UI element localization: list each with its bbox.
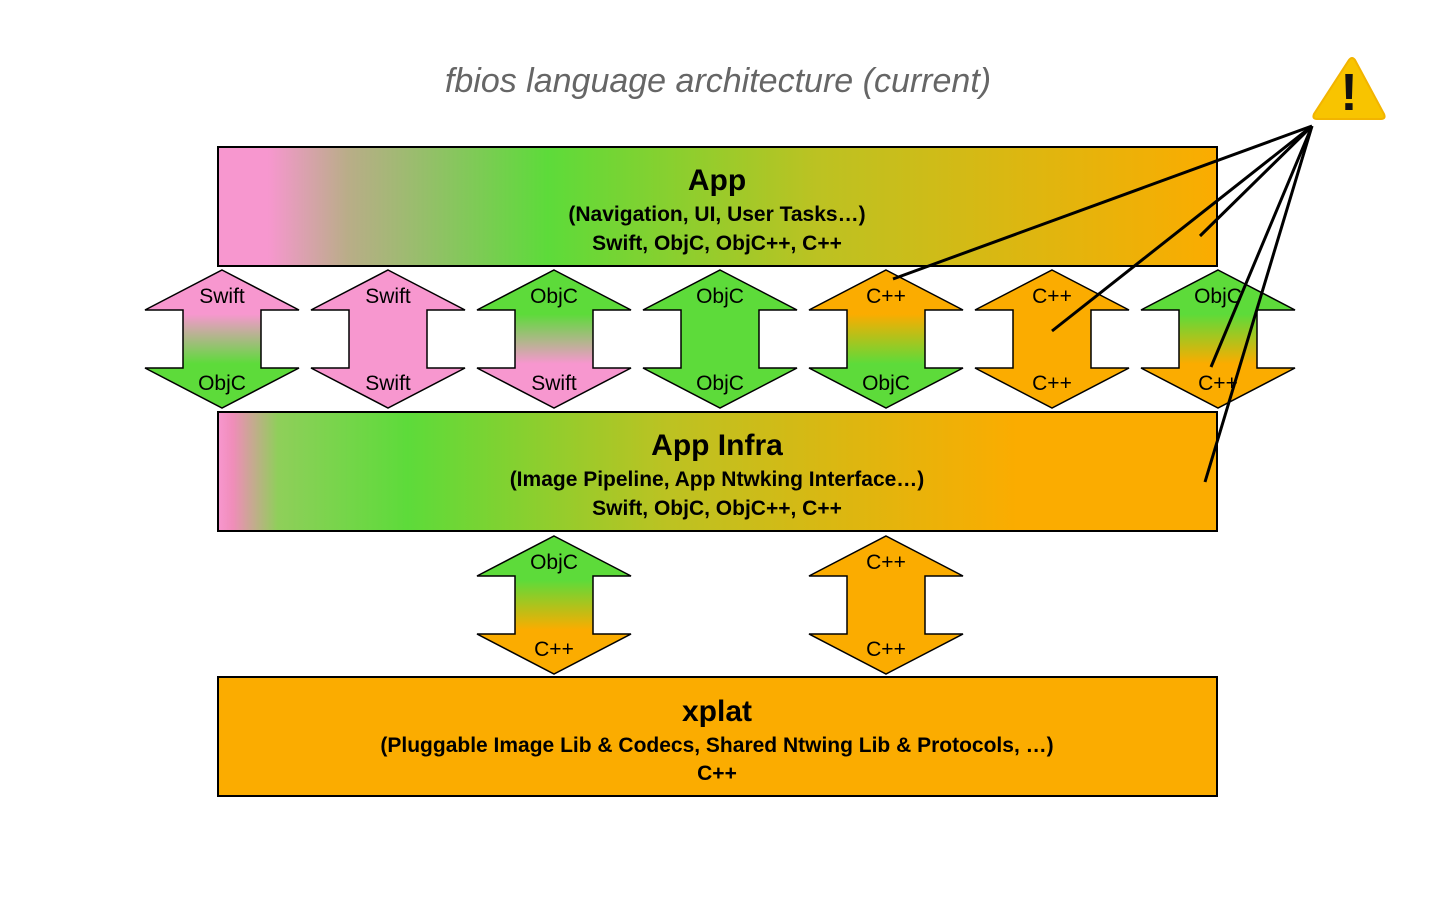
arrow-top-label: ObjC: [696, 285, 744, 308]
arrow-bottom-label: C++: [1198, 372, 1238, 395]
warning-pointer-line: [1198, 124, 1314, 238]
xplat-layer: xplat (Pluggable Image Lib & Codecs, Sha…: [217, 676, 1218, 797]
arrow-top-label: ObjC: [530, 551, 578, 574]
xplat-layer-name: xplat: [682, 695, 752, 728]
warning-triangle-icon: !: [1312, 57, 1386, 122]
app-infra-layer-description: (Image Pipeline, App Ntwking Interface…): [510, 468, 925, 491]
interop-arrow-swift-swift: Swift Swift: [310, 269, 466, 409]
app-layer: App (Navigation, UI, User Tasks…) Swift,…: [217, 146, 1218, 267]
arrow-top-label: ObjC: [530, 285, 578, 308]
app-infra-layer: App Infra (Image Pipeline, App Ntwking I…: [217, 411, 1218, 532]
app-layer-description: (Navigation, UI, User Tasks…): [568, 203, 865, 226]
interop-arrow-swift-objc: Swift ObjC: [144, 269, 300, 409]
interop-arrow-cpp-cpp: C++ C++: [974, 269, 1130, 409]
arrow-bottom-label: ObjC: [198, 372, 246, 395]
app-infra-layer-name: App Infra: [651, 429, 783, 462]
xplat-layer-languages: C++: [697, 762, 737, 785]
arrow-top-label: ObjC: [1194, 285, 1242, 308]
app-layer-languages: Swift, ObjC, ObjC++, C++: [592, 232, 842, 255]
app-to-infra-arrows: Swift ObjC Swift Swift ObjC Swift ObjC O…: [144, 269, 1296, 409]
warning-mark: !: [1340, 64, 1357, 122]
warning-pointer-line: [1051, 124, 1313, 333]
arrow-top-label: C++: [866, 551, 906, 574]
interop-arrow-cpp-objc: C++ ObjC: [808, 269, 964, 409]
interop-arrow-objc-swift: ObjC Swift: [476, 269, 632, 409]
arrow-bottom-label: ObjC: [696, 372, 744, 395]
warning-pointer-line: [892, 124, 1313, 281]
app-layer-name: App: [688, 164, 746, 197]
arrow-top-label: C++: [866, 285, 906, 308]
arrow-bottom-label: Swift: [531, 372, 577, 395]
arrow-bottom-label: C++: [866, 638, 906, 661]
warning-pointer-lines: [892, 124, 1314, 483]
xplat-layer-description: (Pluggable Image Lib & Codecs, Shared Nt…: [380, 734, 1053, 757]
interop-arrow-objc-objc: ObjC ObjC: [642, 269, 798, 409]
arrow-top-label: C++: [1032, 285, 1072, 308]
app-infra-layer-languages: Swift, ObjC, ObjC++, C++: [592, 497, 842, 520]
interop-arrow-objc-cpp: ObjC C++: [476, 535, 632, 675]
warning-pointer-line: [1203, 125, 1314, 483]
arrow-bottom-label: C++: [534, 638, 574, 661]
infra-to-xplat-arrows: ObjC C++ C++ C++: [476, 535, 964, 675]
arrow-top-label: Swift: [199, 285, 245, 308]
arrow-top-label: Swift: [365, 285, 411, 308]
diagram-title: fbios language architecture (current): [445, 62, 991, 100]
arrow-bottom-label: ObjC: [862, 372, 910, 395]
arrow-bottom-label: Swift: [365, 372, 411, 395]
interop-arrow-objc-cpp: ObjC C++: [1140, 269, 1296, 409]
interop-arrow-cpp-cpp: C++ C++: [808, 535, 964, 675]
arrow-bottom-label: C++: [1032, 372, 1072, 395]
warning-pointer-line: [1209, 125, 1314, 368]
